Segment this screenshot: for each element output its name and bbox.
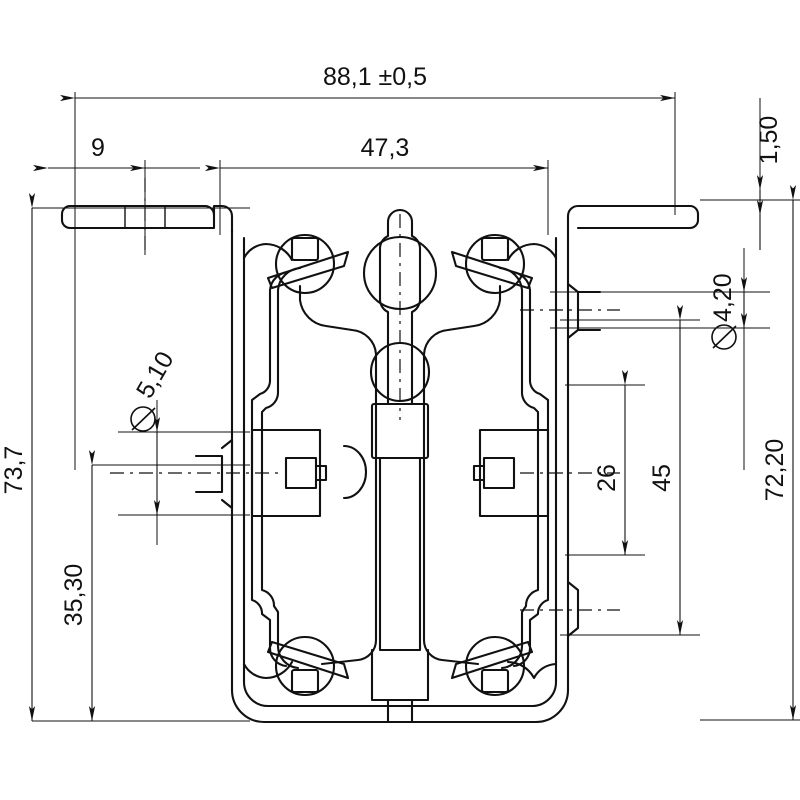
left-ball-race-lower [242, 660, 294, 680]
ball-bearing-top-right [450, 233, 534, 295]
leader-diameter-symbols [130, 324, 737, 432]
dim-text-profile-height: 72,20 [761, 439, 789, 502]
right-hole-boss-lower [566, 580, 580, 638]
mid-detent-block-left [250, 428, 328, 518]
outer-profile-left [230, 204, 700, 724]
dimension-texts: 88,1 ±0,5 47,3 9 1,50 73,7 35,30 5,10 4,… [0, 63, 789, 626]
outer-shell-left-wall [242, 236, 558, 708]
left-outer-rail-top [212, 204, 234, 234]
right-hole-boss [566, 282, 602, 340]
inner-slide-right [510, 270, 550, 668]
dim-text-pitch-45: 45 [648, 464, 676, 492]
diameter-symbol-right-icon [711, 324, 737, 350]
right-ball-race-upper [506, 242, 558, 262]
centre-lines [110, 178, 620, 611]
center-tongue-bottom [370, 648, 430, 724]
dim-text-left-hole-dia: 5,10 [131, 347, 180, 403]
center-tongue-top [370, 402, 430, 460]
ball-bearing-top-left [266, 233, 350, 295]
dim-text-right-hole-dia: 4,20 [709, 273, 737, 322]
center-plate [378, 208, 422, 406]
dim-text-inner-width: 47,3 [361, 134, 410, 162]
dim-text-right-edge-thickness: 1,50 [755, 116, 783, 165]
inner-member-left [260, 266, 302, 670]
part-outline [60, 204, 700, 724]
left-mounting-flange [60, 204, 216, 230]
dim-text-overall-height: 73,7 [0, 446, 28, 495]
left-hole-boss [194, 438, 234, 510]
slot-marks [124, 206, 166, 228]
dim-text-flange-offset: 9 [91, 134, 105, 162]
extension-lines [32, 92, 800, 722]
dimension-lines [28, 94, 797, 721]
left-ball-race-upper [242, 242, 294, 262]
ball-bearing-bottom-left [266, 635, 350, 697]
carrier-arm-left [298, 284, 378, 666]
dim-text-overall-width: 88,1 ±0,5 [323, 63, 427, 91]
diameter-symbol-left-icon [130, 406, 156, 432]
dim-text-hole-centre-height: 35,30 [60, 564, 88, 627]
center-tongue-stem [378, 456, 422, 652]
dim-text-pitch-26: 26 [593, 464, 621, 492]
mid-detent-block-right [472, 428, 550, 518]
center-bump-left [342, 444, 368, 500]
ball-bearing-bottom-right [450, 635, 534, 697]
inner-slide-left [250, 270, 290, 668]
carrier-arm-right [422, 284, 502, 666]
right-ball-race-lower [506, 660, 558, 680]
inner-member-right [498, 266, 540, 670]
